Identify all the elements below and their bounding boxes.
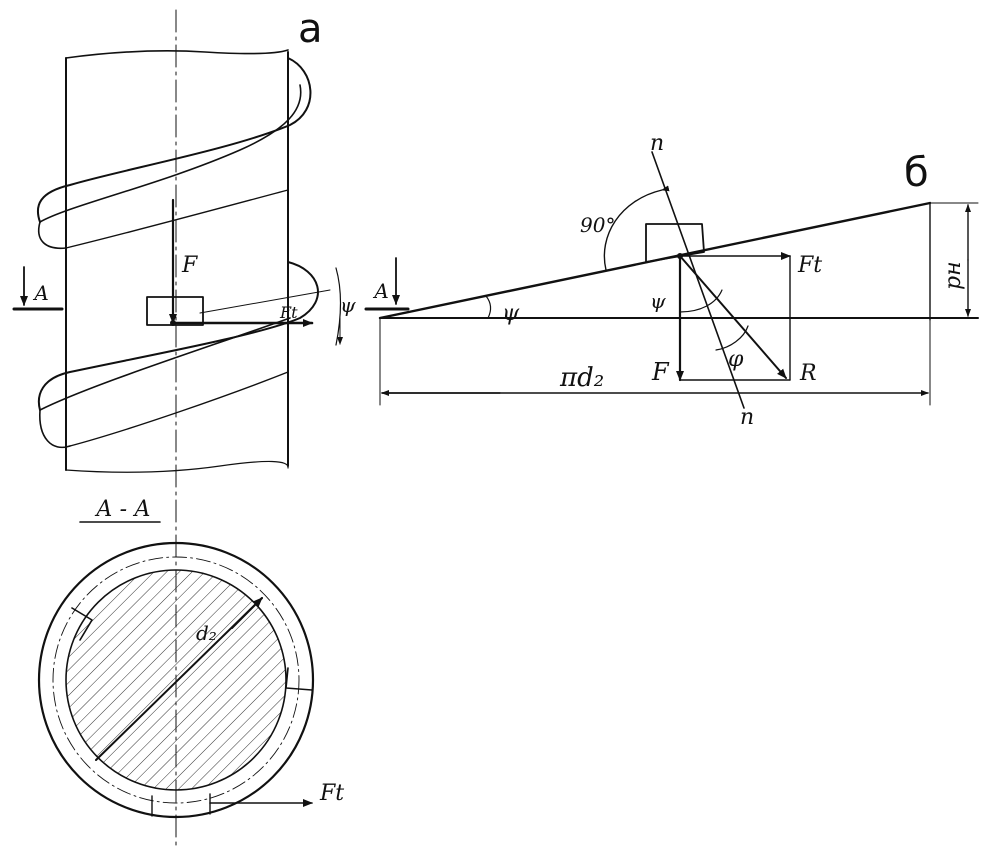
- normal-top-label: n: [650, 131, 664, 156]
- view-a-section-mark-label: А: [32, 281, 49, 305]
- section-diameter-label: d₂: [196, 621, 217, 645]
- b-force-point: [677, 253, 683, 259]
- section-a-a: А - А d₂ Ft: [37, 497, 344, 819]
- section-outer-circle: [37, 541, 315, 819]
- inner-lead-angle-label: ψ: [650, 289, 666, 313]
- lead-angle-label-b: ψ: [502, 301, 520, 326]
- view-b-section-mark-label: А: [372, 279, 389, 303]
- thread-upper-inner: [39, 84, 302, 223]
- figure-label-b: б: [904, 150, 929, 196]
- thread-lower-outer: [37, 261, 319, 411]
- lead-line: [199, 289, 331, 314]
- shaft-top-break: [65, 49, 289, 59]
- thread-lower-root: [69, 371, 289, 447]
- shaft-bottom-break: [65, 460, 289, 473]
- view-a-force-axial-label: F: [181, 253, 198, 278]
- normal-bottom-label: n: [740, 405, 754, 430]
- view-b-inclined-plane: πd₂ pн ψ А n n 90° Ft F R ψ: [364, 131, 979, 430]
- force-point: [170, 320, 176, 326]
- view-a-lead-angle-label: ψ: [340, 293, 356, 317]
- figure-label-a: а: [298, 6, 323, 52]
- right-angle-arc: [603, 185, 670, 271]
- resultant-arrow: [679, 255, 787, 379]
- thread-cut-bottom: [151, 793, 211, 817]
- thread-cut-right: [285, 667, 313, 691]
- lead-angle-arc: [335, 267, 342, 346]
- normal-line: [651, 151, 745, 409]
- view-a-screw: F Ft ψ А: [12, 9, 356, 846]
- thread-lower-bottom-edge: [39, 409, 71, 449]
- section-title: А - А: [94, 497, 151, 522]
- section-pitch-circle: [52, 556, 300, 804]
- thread-upper-lower-edge: [38, 221, 67, 249]
- thread-upper-root: [65, 189, 289, 249]
- inner-lead-angle-arc: [679, 289, 723, 313]
- thread-cut-left: [71, 607, 93, 641]
- b-tangential-force-label: Ft: [797, 253, 822, 278]
- lead-angle-arc-b: [485, 295, 492, 319]
- b-axial-force-label: F: [651, 358, 670, 386]
- resultant-label: R: [799, 361, 817, 386]
- length-label: πd₂: [559, 363, 604, 393]
- friction-angle-label: φ: [728, 347, 744, 372]
- section-force-label: Ft: [319, 781, 344, 806]
- friction-angle-arc: [715, 325, 749, 351]
- thread-lower-inner: [39, 317, 291, 411]
- pitch-label: pн: [941, 261, 966, 290]
- right-angle-label: 90°: [580, 213, 615, 237]
- diameter-arrow: [231, 597, 263, 629]
- thread-upper-outer: [36, 57, 312, 223]
- view-a-force-tangential-label: Ft: [279, 303, 298, 322]
